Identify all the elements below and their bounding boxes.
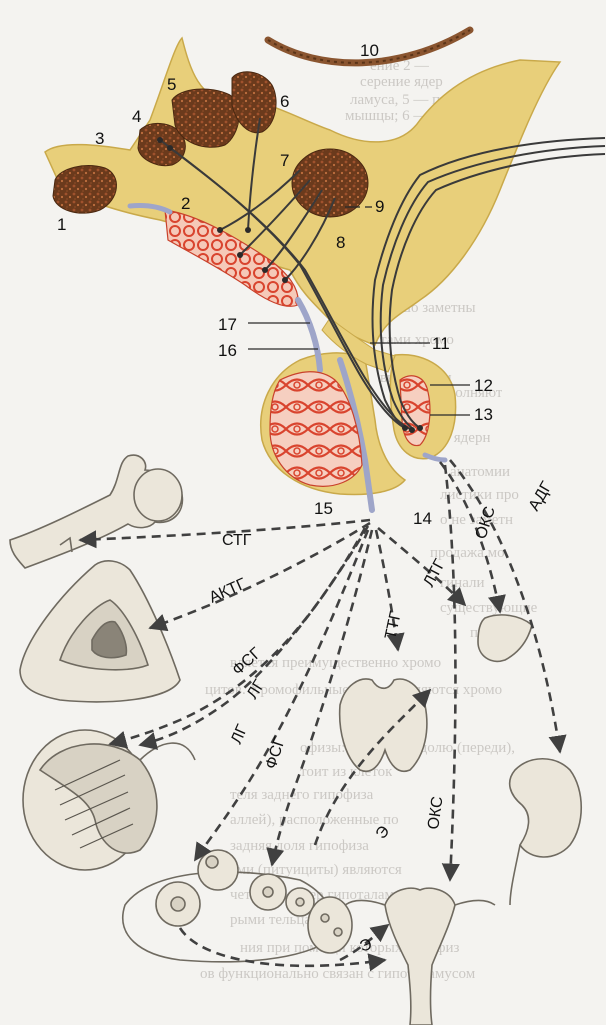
label-4: 4	[132, 107, 141, 126]
label-15: 15	[314, 499, 333, 518]
thyroid-organ	[340, 679, 427, 771]
hormone-fsg2: ФСГ	[263, 735, 289, 771]
testis-organ	[23, 730, 195, 870]
arrow-oks-uterus	[445, 465, 455, 880]
label-5: 5	[167, 75, 176, 94]
label-12: 12	[474, 376, 493, 395]
hormone-ltg: ЛТГ	[421, 556, 450, 590]
label-1: 1	[57, 215, 66, 234]
mammary-gland-organ	[478, 615, 532, 661]
arrow-fsg-testis	[140, 526, 368, 745]
bone-organ	[10, 455, 182, 568]
hormone-e1: Э	[373, 823, 393, 843]
uterus-organ	[345, 888, 495, 1025]
hormone-lg: ЛГ	[244, 677, 269, 703]
label-16: 16	[218, 341, 237, 360]
label-3: 3	[95, 129, 104, 148]
label-10: 10	[360, 41, 379, 60]
label-11: 11	[432, 334, 450, 353]
arrow-lg-ovary	[195, 530, 368, 860]
hormone-aktg: АКТГ	[207, 575, 249, 606]
label-9: 9	[375, 197, 384, 216]
adrenal-organ	[20, 561, 180, 702]
label-6: 6	[280, 92, 289, 111]
label-8: 8	[336, 233, 345, 252]
label-14: 14	[413, 509, 432, 528]
arrow-e2	[180, 928, 385, 966]
hormone-oks: ОКС	[473, 504, 499, 541]
ovary-organ	[123, 850, 352, 962]
hormone-adg: АДГ	[526, 479, 556, 514]
hormone-lg2: ЛГ	[228, 722, 251, 747]
kidney-organ	[510, 759, 582, 905]
hormone-stg: СТГ	[222, 532, 252, 549]
label-7: 7	[280, 151, 289, 170]
hormone-oks2: ОКС	[425, 795, 446, 830]
label-13: 13	[474, 405, 493, 424]
hormone-ttg: ТТГ	[382, 609, 405, 640]
arrow-aktg	[150, 523, 370, 628]
arrow-ltg	[378, 528, 465, 605]
label-17: 17	[218, 315, 237, 334]
label-2: 2	[181, 194, 190, 213]
